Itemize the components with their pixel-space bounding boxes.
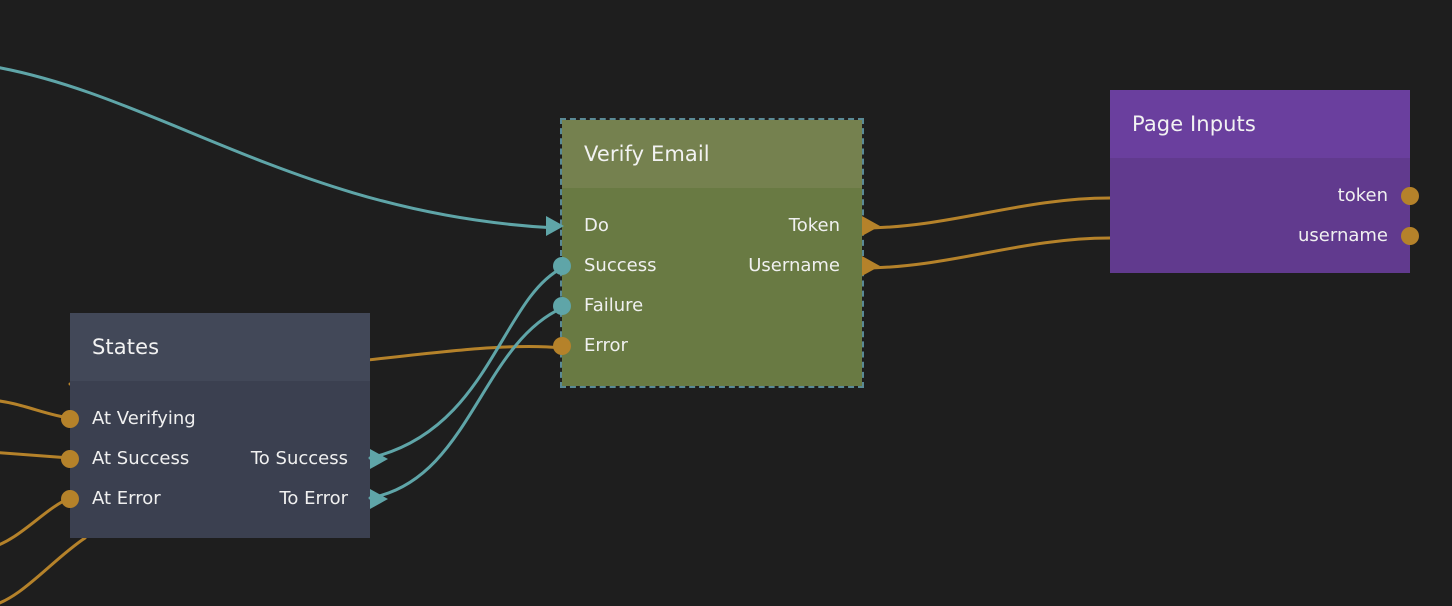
- output-port-label-token: Token: [788, 215, 840, 236]
- edge-success-to-to-success[interactable]: [368, 266, 564, 460]
- node-body-states: At Verifying At Success To Success At Error…: [61, 381, 388, 537]
- input-port-dot-at-verifying[interactable]: [61, 410, 79, 428]
- edge-offscreen-to-at-success[interactable]: [0, 451, 72, 460]
- output-port-arrow-to-success[interactable]: [370, 449, 388, 469]
- port-row: Do Token: [546, 206, 880, 246]
- input-port-dot-failure[interactable]: [553, 297, 571, 315]
- port-row: At Success To Success: [61, 439, 388, 479]
- input-port-label-at-success: At Success: [92, 448, 190, 469]
- output-port-label-username: Username: [748, 255, 840, 276]
- node-page-inputs[interactable]: Page Inputs token username: [1110, 90, 1419, 274]
- output-port-label-username: username: [1298, 225, 1388, 246]
- input-port-label-at-error: At Error: [92, 488, 161, 509]
- input-port-label-success: Success: [584, 255, 657, 276]
- port-row: Error: [553, 326, 862, 366]
- input-port-dot-success[interactable]: [553, 257, 571, 275]
- input-port-label-at-verifying: At Verifying: [92, 408, 196, 429]
- input-port-dot-at-success[interactable]: [61, 450, 79, 468]
- edge-failure-to-to-error[interactable]: [368, 306, 564, 500]
- input-port-dot-at-error[interactable]: [61, 490, 79, 508]
- node-title-states: States: [92, 335, 160, 359]
- port-row: Success Username: [553, 246, 880, 286]
- input-port-label-do: Do: [584, 215, 609, 236]
- node-title-page-inputs: Page Inputs: [1132, 112, 1256, 136]
- port-row: At Error To Error: [61, 479, 388, 519]
- node-body-page-inputs: token username: [1110, 158, 1419, 274]
- output-port-label-to-success: To Success: [250, 448, 348, 469]
- node-title-verify-email: Verify Email: [584, 142, 710, 166]
- output-port-dot-username[interactable]: [1401, 227, 1419, 245]
- output-port-dot-token[interactable]: [1401, 187, 1419, 205]
- edge-token-to-token-input[interactable]: [860, 196, 1112, 230]
- edge-username-to-username-input[interactable]: [860, 236, 1112, 270]
- node-header-states[interactable]: States: [70, 313, 370, 381]
- output-port-arrow-username[interactable]: [862, 256, 880, 276]
- edge-offscreen-to-at-verifying[interactable]: [0, 399, 72, 420]
- port-row: token: [1110, 176, 1419, 216]
- edge-offscreen-to-do[interactable]: [0, 66, 558, 230]
- port-row: Failure: [553, 286, 862, 326]
- output-port-arrow-token[interactable]: [862, 216, 880, 236]
- input-port-dot-error[interactable]: [553, 337, 571, 355]
- port-row: username: [1110, 216, 1419, 256]
- edge-offscreen-to-at-error[interactable]: [0, 496, 72, 548]
- input-port-arrow-do[interactable]: [546, 216, 564, 236]
- port-row: At Verifying: [61, 399, 370, 439]
- node-header-verify-email[interactable]: Verify Email: [562, 120, 862, 188]
- input-port-label-failure: Failure: [584, 295, 644, 316]
- output-port-label-to-error: To Error: [279, 488, 348, 509]
- output-port-arrow-to-error[interactable]: [370, 489, 388, 509]
- node-header-page-inputs[interactable]: Page Inputs: [1110, 90, 1410, 158]
- input-port-label-error: Error: [584, 335, 628, 356]
- edge-offscreen-bottom-left[interactable]: [0, 536, 87, 606]
- output-port-label-token: token: [1337, 185, 1388, 206]
